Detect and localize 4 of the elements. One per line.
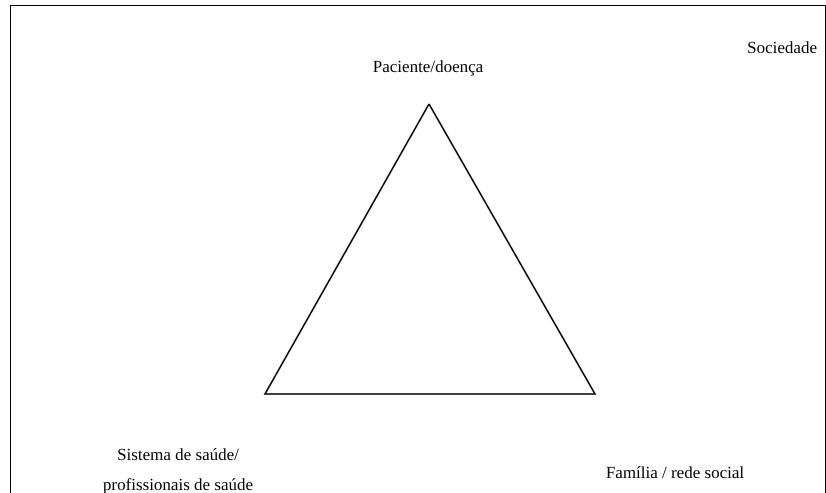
frame-box xyxy=(10,5,826,493)
vertex-label: Paciente/doença xyxy=(372,56,484,78)
frame-heading: Sociedade xyxy=(747,37,817,59)
vertex-label: Família / rede social xyxy=(604,462,746,484)
